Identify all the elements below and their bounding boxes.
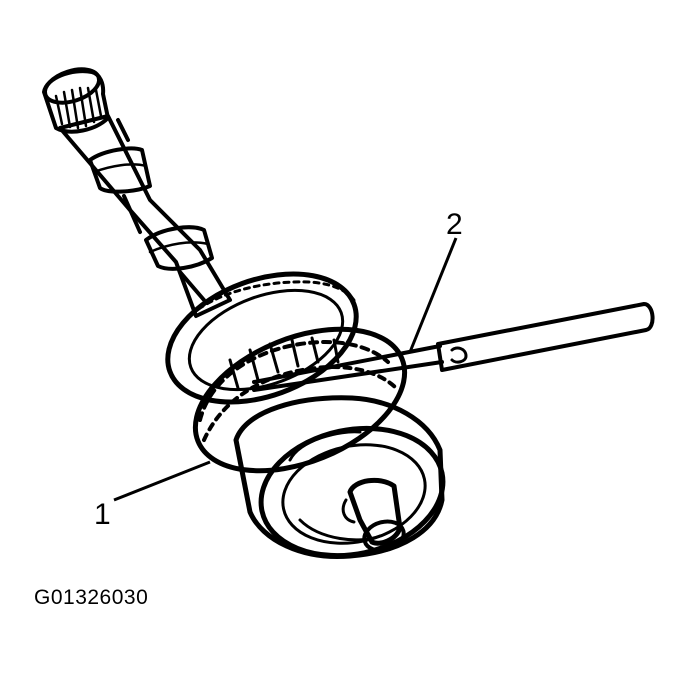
output-shaft-stub <box>341 477 406 553</box>
figure-code: G01326030 <box>34 586 148 609</box>
callout-1-leader <box>113 460 211 502</box>
input-shaft <box>42 67 232 318</box>
output-drum <box>233 395 446 560</box>
callout-2-label: 2 <box>446 208 463 241</box>
callout-1-label: 1 <box>94 498 111 531</box>
callout-2-leader <box>408 237 458 353</box>
rear-gear-ring <box>165 271 359 405</box>
splined-shaft-end <box>42 67 110 134</box>
gear-cluster <box>192 326 408 474</box>
feeler-gauge <box>252 302 655 392</box>
